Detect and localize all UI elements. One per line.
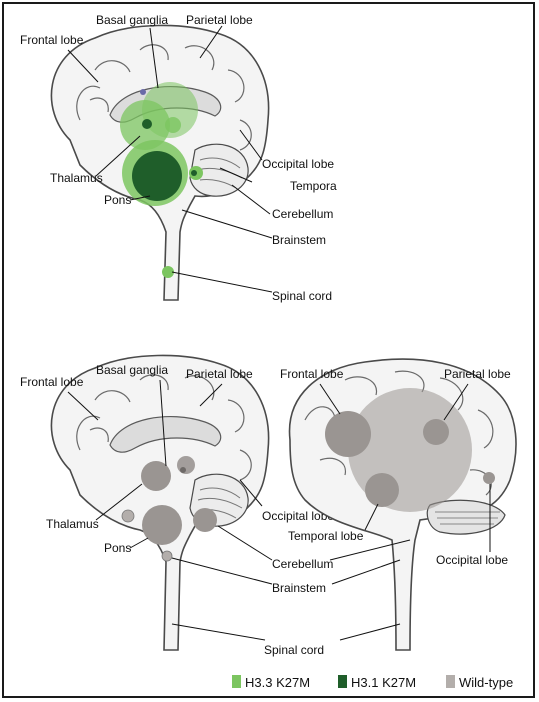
bl-label-cerebellum: Cerebellum <box>272 557 333 571</box>
top-marker-pons-h31 <box>132 151 182 201</box>
top-label-pons: Pons <box>104 193 131 207</box>
legend-label-h33: H3.3 K27M <box>245 675 310 690</box>
top-label-basal: Basal ganglia <box>96 13 168 27</box>
bottom-right-panel: Frontal lobe Parietal lobe Temporal lobe… <box>280 359 516 650</box>
br-marker-frontal <box>325 411 371 457</box>
legend-swatch-h31 <box>338 675 347 688</box>
bl-marker-basal-1 <box>177 456 195 474</box>
bl-marker-cerebellum <box>193 508 217 532</box>
bl-label-parietal: Parietal lobe <box>186 367 253 381</box>
br-marker-temporal <box>365 473 399 507</box>
br-marker-parietal <box>423 419 449 445</box>
br-label-frontal: Frontal lobe <box>280 367 344 381</box>
br-marker-occipital <box>483 472 495 484</box>
bl-label-brainstem: Brainstem <box>272 581 326 595</box>
bl-label-pons: Pons <box>104 541 131 555</box>
br-label-temporal: Temporal lobe <box>288 529 364 543</box>
bl-label-spinal: Spinal cord <box>264 643 324 657</box>
bl-marker-basal-2 <box>180 467 186 473</box>
bl-label-thalamus: Thalamus <box>46 517 99 531</box>
bl-label-frontal: Frontal lobe <box>20 375 84 389</box>
top-label-cerebellum: Cerebellum <box>272 207 333 221</box>
legend-swatch-wildtype <box>446 675 455 688</box>
top-label-spinal: Spinal cord <box>272 289 332 303</box>
br-cerebellum-shape <box>427 500 505 534</box>
legend-label-h31: H3.1 K27M <box>351 675 416 690</box>
top-marker-cerebellum-h31 <box>191 170 197 176</box>
bl-marker-thalamus-small <box>122 510 134 522</box>
top-label-parietal: Parietal lobe <box>186 13 253 27</box>
top-label-frontal: Frontal lobe <box>20 33 84 47</box>
top-label-tempora: Tempora <box>290 179 337 193</box>
top-label-occipital: Occipital lobe <box>262 157 334 171</box>
top-panel: Frontal lobe Basal ganglia Parietal lobe… <box>20 13 337 303</box>
legend: H3.3 K27M H3.1 K27M Wild-type <box>232 675 513 690</box>
top-marker-thalamus-h31 <box>142 119 152 129</box>
bl-label-basal: Basal ganglia <box>96 363 168 377</box>
br-label-occipital: Occipital lobe <box>436 553 508 567</box>
top-label-thalamus: Thalamus <box>50 171 103 185</box>
bottom-left-panel: Frontal lobe Basal ganglia Parietal lobe… <box>20 355 334 657</box>
bl-marker-brainstem <box>162 551 172 561</box>
legend-swatch-h33 <box>232 675 241 688</box>
bl-marker-thalamus <box>141 461 171 491</box>
top-marker-small-purple <box>140 89 146 95</box>
top-marker-thalamus-small <box>165 117 181 133</box>
bl-marker-pons <box>142 505 182 545</box>
br-label-parietal: Parietal lobe <box>444 367 511 381</box>
top-label-brainstem: Brainstem <box>272 233 326 247</box>
legend-label-wildtype: Wild-type <box>459 675 513 690</box>
